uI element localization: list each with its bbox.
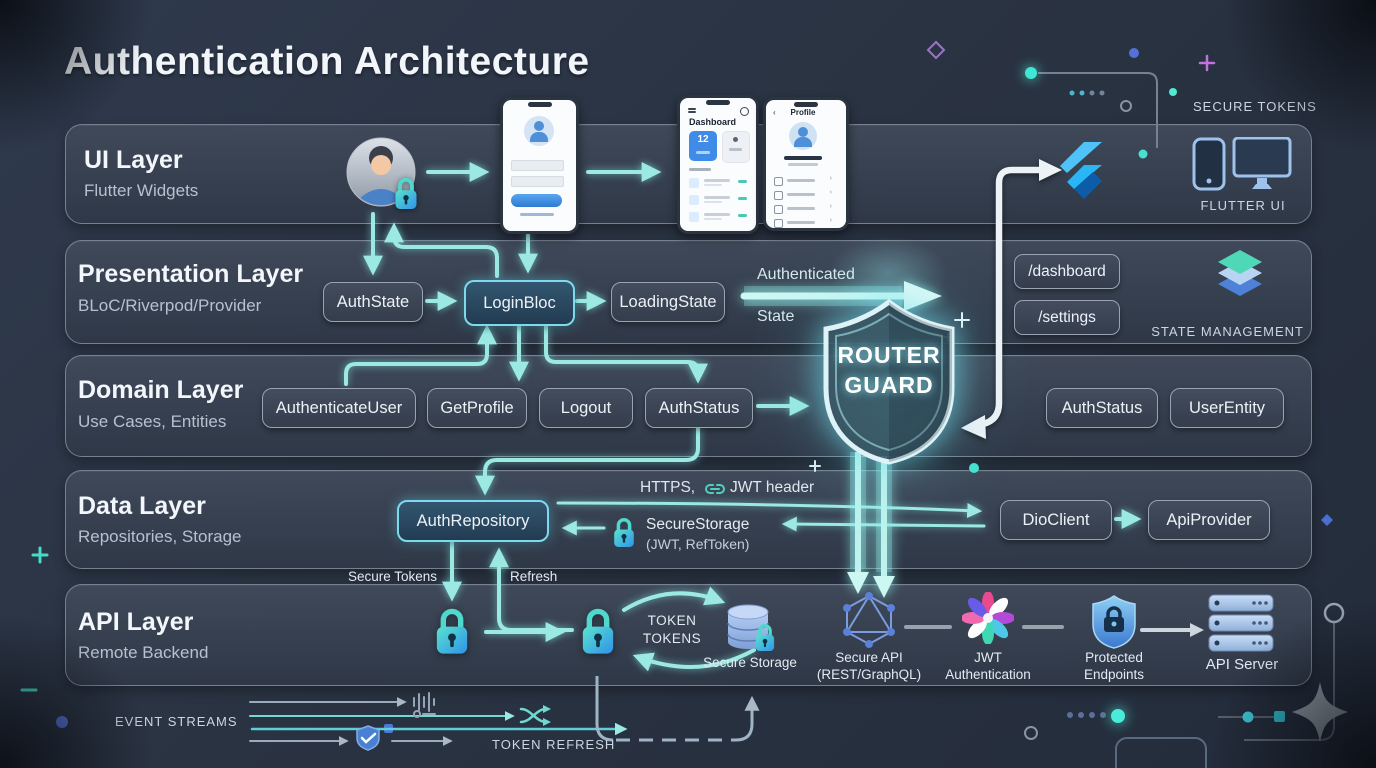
- server-arrow: [1140, 623, 1204, 637]
- profile-menu-item: ›: [774, 189, 832, 201]
- node-authrepository: AuthRepository: [397, 500, 549, 542]
- node-authstatus-right: AuthStatus: [1046, 388, 1158, 428]
- sparkle-star-icon: [1292, 682, 1348, 742]
- token-refresh-label: TOKEN REFRESH: [492, 737, 616, 752]
- secure-tokens-top-label: SECURE TOKENS: [1193, 99, 1317, 114]
- flutter-logo-icon: [1060, 142, 1102, 199]
- phone-dashboard-mockup: Dashboard 12: [677, 95, 759, 234]
- route-settings: /settings: [1014, 300, 1120, 335]
- securestorage-title: SecureStorage: [646, 516, 750, 533]
- database-lock-icon: [752, 622, 778, 654]
- secure-tokens-flow-label: Secure Tokens: [348, 569, 438, 584]
- dashboard-secondary-tile: [722, 131, 750, 163]
- shuffle-icon: [519, 705, 551, 726]
- jwt-line2: Authentication: [945, 667, 1031, 682]
- flutter-ui-devices-icon: [1192, 137, 1292, 191]
- secure-api-line1: Secure API: [835, 650, 903, 665]
- api-server-label: API Server: [1205, 656, 1279, 673]
- decor-rounded-rect: [1115, 737, 1207, 768]
- node-loginbloc: LoginBloc: [464, 280, 575, 326]
- refresh-flow-label: Refresh: [510, 569, 558, 584]
- node-dioclient: DioClient: [1000, 500, 1112, 540]
- state-label: State: [757, 308, 795, 325]
- domain-layer-title: Domain Layer: [78, 376, 244, 404]
- jwt-line1: JWT: [974, 650, 1002, 665]
- data-layer-title: Data Layer: [78, 492, 206, 520]
- token-refresh-path: [595, 676, 760, 742]
- dashboard-count: 12: [697, 134, 709, 145]
- state-management-layers-icon: [1218, 250, 1262, 296]
- profile-menu-item: ›: [774, 175, 832, 187]
- event-stream-arrows: [249, 697, 628, 746]
- login-username-field: [511, 160, 564, 171]
- flutter-ui-label: FLUTTER UI: [1200, 198, 1286, 213]
- data-layer-subtitle: Repositories, Storage: [78, 527, 242, 546]
- node-getprofile: GetProfile: [427, 388, 527, 428]
- ui-layer-subtitle: Flutter Widgets: [84, 181, 199, 200]
- presentation-layer-subtitle: BLoC/Riverpod/Provider: [78, 296, 262, 315]
- login-password-field: [511, 176, 564, 187]
- secure-api-line2: (REST/GraphQL): [816, 667, 922, 682]
- node-logout: Logout: [539, 388, 633, 428]
- router-guard-line1: ROUTER: [837, 342, 941, 368]
- state-management-label: STATE MANAGEMENT: [1151, 324, 1304, 339]
- refresh-lock-icon: [576, 606, 620, 658]
- forgot-password-link: [520, 213, 554, 216]
- phone-notch: [527, 102, 552, 107]
- token-circle-line1: TOKEN: [647, 613, 697, 628]
- event-streams-label: EVENT STREAMS: [115, 714, 238, 729]
- profile-avatar-icon: [789, 122, 817, 150]
- graphql-api-icon: [843, 592, 895, 648]
- https-label: HTTPS,: [640, 479, 696, 496]
- secure-storage-lock-icon: [610, 514, 638, 552]
- phone-notch: [794, 102, 818, 107]
- sparkle-icons: [20, 54, 1216, 692]
- router-guard-line2: GUARD: [844, 372, 934, 398]
- protected-line2: Endpoints: [1083, 667, 1145, 682]
- dashboard-list-item: [689, 194, 747, 207]
- dashboard-title: Dashboard: [689, 117, 737, 127]
- jwt-pinwheel-icon: [962, 592, 1014, 644]
- token-circle-line2: TOKENS: [642, 631, 702, 646]
- phone-notch: [706, 100, 730, 105]
- node-authstatus: AuthStatus: [645, 388, 753, 428]
- connector-line: [904, 625, 952, 629]
- node-authenticateuser: AuthenticateUser: [262, 388, 416, 428]
- dashboard-list-item: [689, 211, 747, 224]
- secure-storage-label: Secure Storage: [703, 655, 797, 670]
- router-guard-text: ROUTER GUARD: [818, 340, 960, 400]
- node-apiprovider: ApiProvider: [1148, 500, 1270, 540]
- token-lock-icon: [430, 606, 474, 658]
- link-icon: [705, 484, 725, 494]
- domain-layer-subtitle: Use Cases, Entities: [78, 412, 227, 431]
- ui-layer-title: UI Layer: [84, 146, 183, 174]
- login-button: [511, 194, 562, 207]
- securestorage-sub: (JWT, RefToken): [646, 536, 750, 552]
- authenticated-label: Authenticated: [757, 266, 855, 283]
- profile-title: Profile: [790, 108, 816, 117]
- dashboard-list-item: [689, 177, 747, 190]
- protected-endpoints-shield-icon: [1092, 595, 1136, 649]
- jwt-header-label: JWT header: [730, 479, 815, 496]
- dashboard-count-tile: 12: [689, 131, 717, 161]
- route-dashboard: /dashboard: [1014, 254, 1120, 289]
- avatar-lock-badge-icon: [391, 176, 421, 212]
- waveform-icon: [413, 692, 436, 718]
- login-avatar-icon: [524, 116, 554, 146]
- monitor-device-icon: [1232, 137, 1292, 178]
- shield-check-icon: [356, 725, 380, 751]
- profile-menu-item: ›: [774, 203, 832, 215]
- api-layer-title: API Layer: [78, 608, 194, 636]
- node-userentity: UserEntity: [1170, 388, 1284, 428]
- presentation-layer-title: Presentation Layer: [78, 260, 304, 288]
- node-loadingstate: LoadingState: [611, 282, 725, 322]
- connector-line: [1022, 625, 1064, 629]
- api-layer-subtitle: Remote Backend: [78, 643, 209, 662]
- node-authstate: AuthState: [323, 282, 423, 322]
- protected-line1: Protected: [1085, 650, 1143, 665]
- api-server-icon: [1208, 594, 1274, 652]
- phone-login-mockup: [500, 97, 579, 234]
- profile-menu-item: ›: [774, 217, 832, 229]
- phone-profile-mockup: ‹ Profile › › › ›: [763, 97, 849, 231]
